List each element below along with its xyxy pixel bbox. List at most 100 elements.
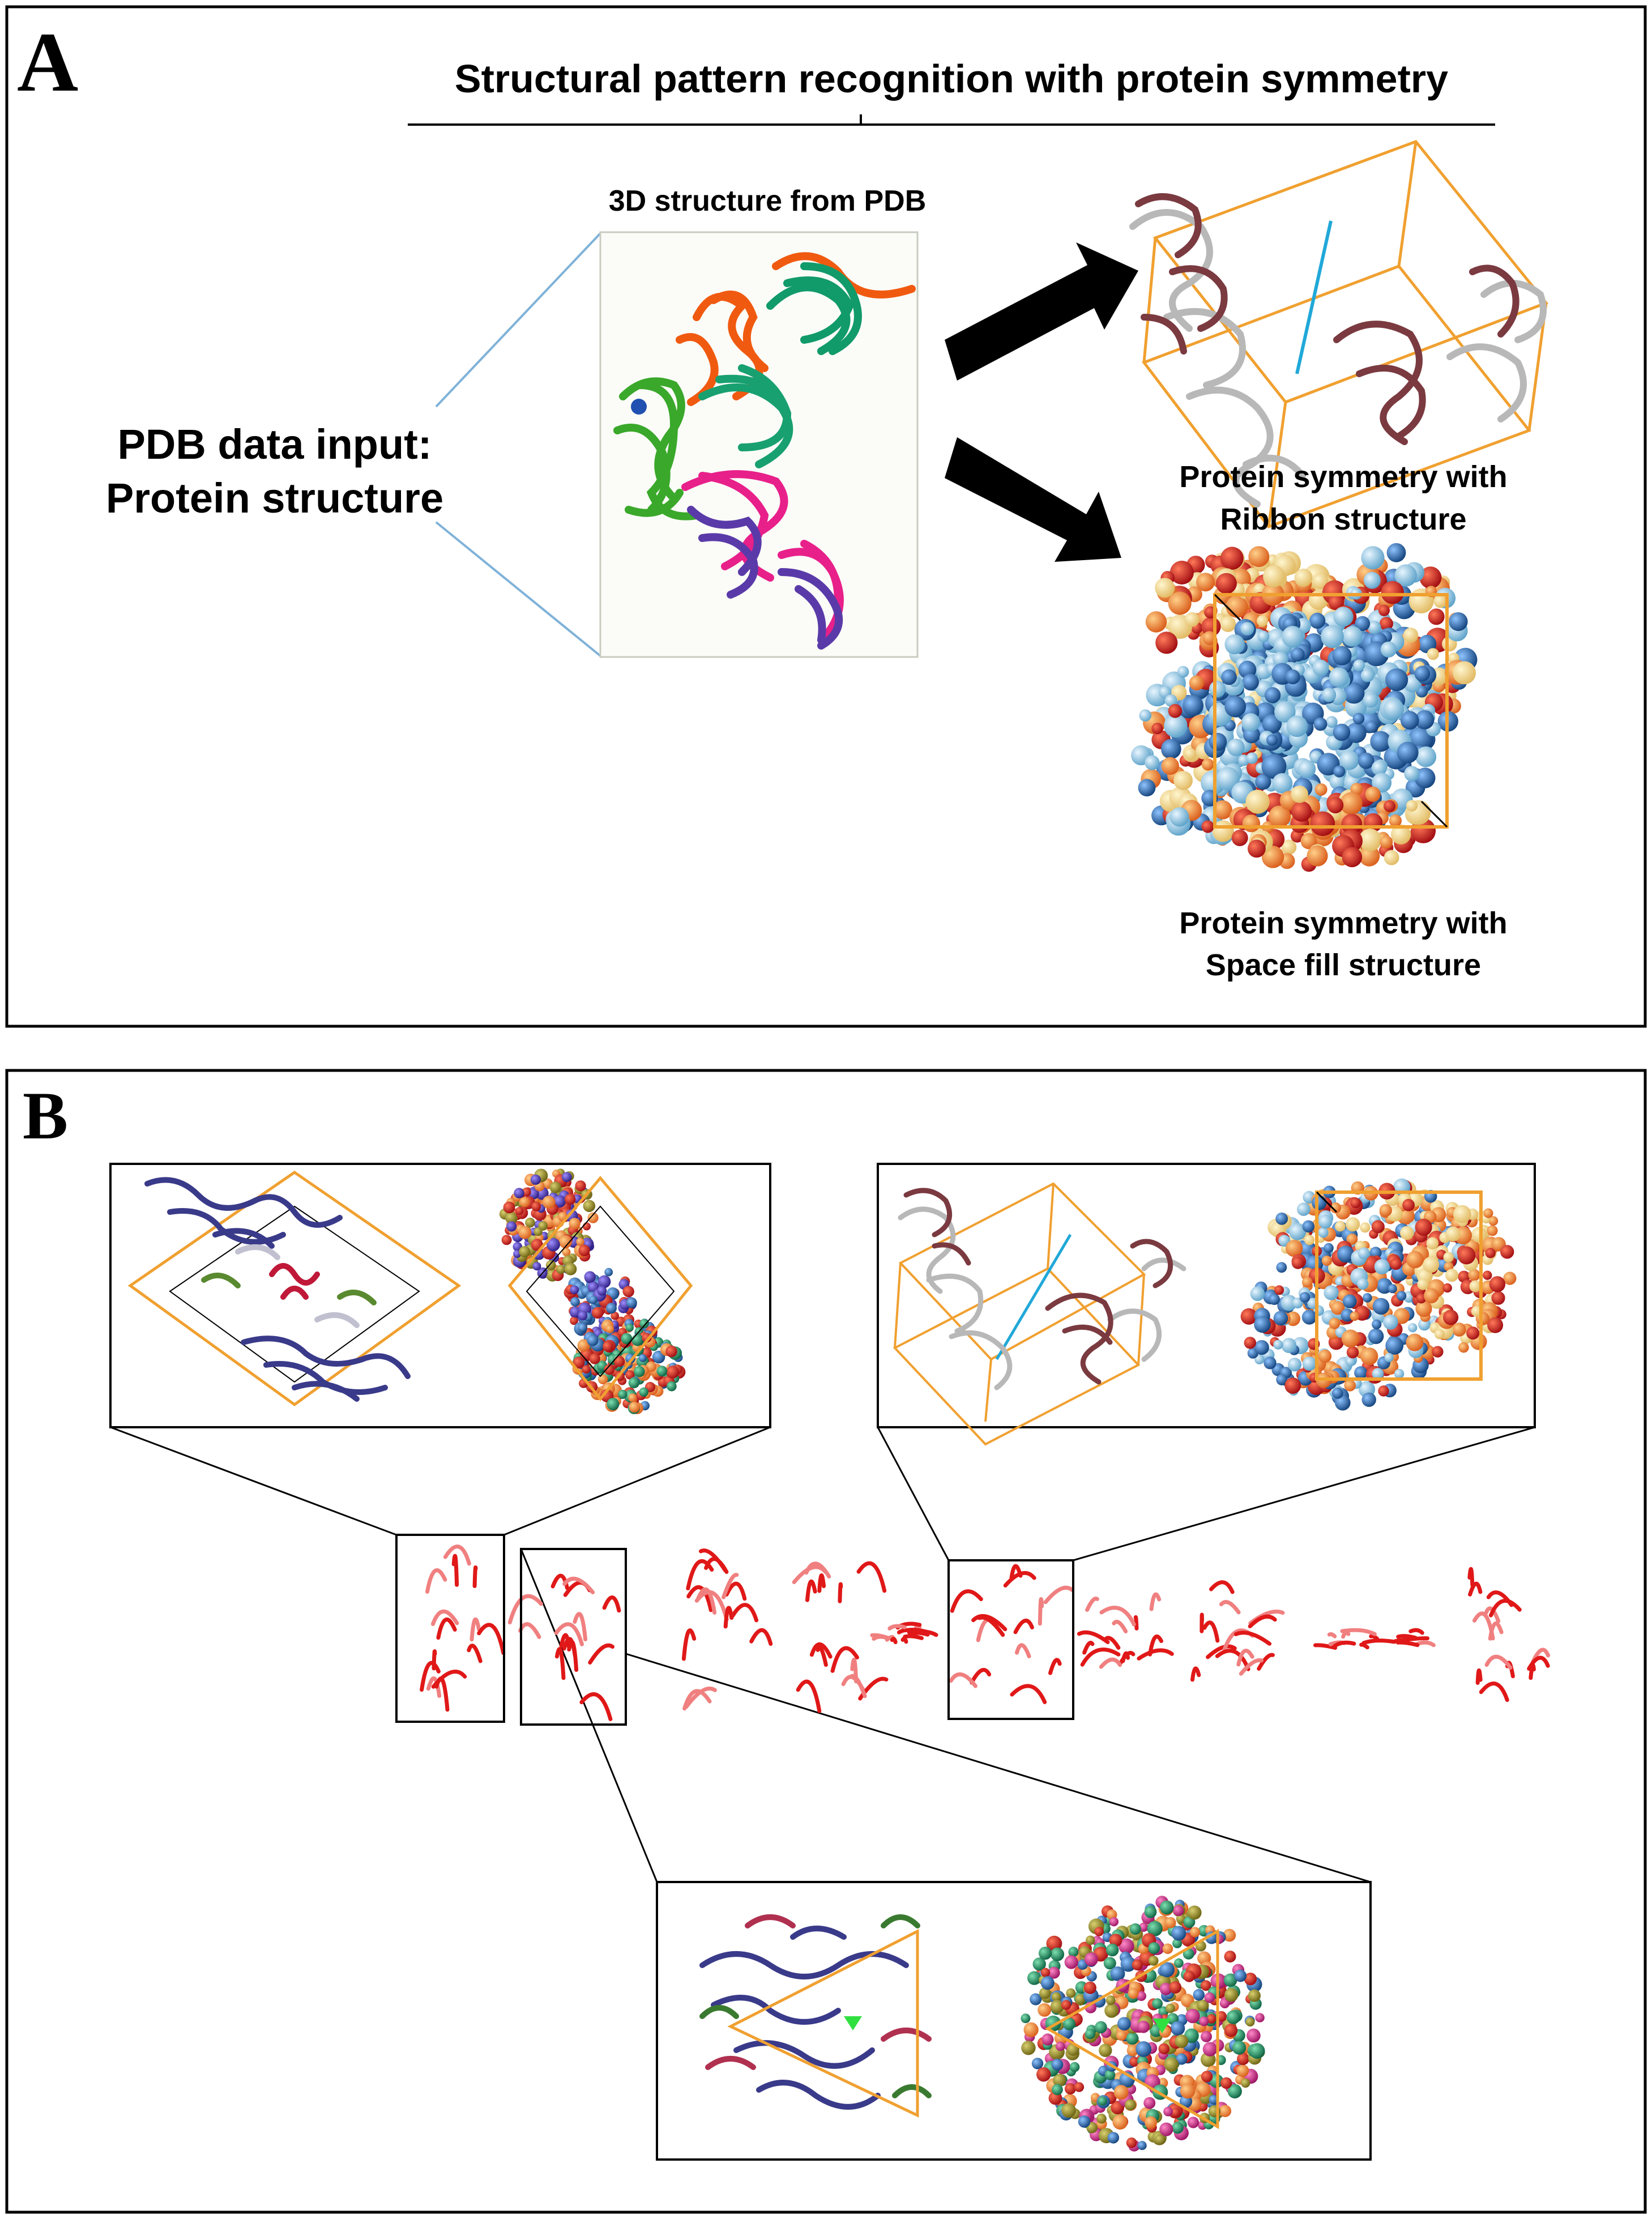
sphere-atom bbox=[1165, 1917, 1176, 1928]
sphere-atom bbox=[1244, 1973, 1257, 1986]
sphere-atom bbox=[1313, 717, 1327, 731]
sphere-atom bbox=[625, 1324, 634, 1332]
sphere-atom bbox=[1105, 1995, 1116, 2005]
protein-strip-ribbon bbox=[1233, 1631, 1272, 1646]
sphere-atom bbox=[1327, 797, 1344, 814]
sphere-atom bbox=[1196, 573, 1215, 592]
sphere-atom bbox=[1144, 1905, 1157, 1918]
sphere-atom bbox=[1128, 1988, 1139, 1999]
sphere-atom bbox=[547, 1237, 560, 1252]
sphere-atom bbox=[1372, 1319, 1382, 1329]
sphere-atom bbox=[1489, 1276, 1506, 1292]
protein-strip-ribbon bbox=[1015, 1643, 1031, 1658]
sphere-atom bbox=[1069, 2062, 1080, 2072]
sphere-atom bbox=[1310, 811, 1335, 837]
sphere-atom bbox=[1358, 752, 1374, 769]
sphere-atom bbox=[1374, 1259, 1390, 1275]
protein-strip-ribbon bbox=[1010, 1684, 1047, 1704]
protein-strip-ribbon bbox=[1206, 1644, 1237, 1659]
sphere-atom bbox=[1227, 739, 1245, 757]
protein-strip-ribbon bbox=[1003, 1571, 1036, 1588]
sphere-atom bbox=[1068, 1947, 1079, 1957]
sphere-atom bbox=[1359, 845, 1380, 867]
sphere-atom bbox=[582, 1222, 591, 1231]
sphere-atom bbox=[1221, 669, 1237, 685]
sphere-atom bbox=[1281, 1338, 1297, 1353]
sphere-atom bbox=[1137, 2020, 1150, 2033]
strip-highlight-2 bbox=[520, 1548, 627, 1726]
arrow-to-ribbon bbox=[945, 242, 1138, 381]
callout-line-bottom bbox=[435, 521, 601, 657]
protein-strip-ribbon bbox=[1484, 1606, 1501, 1623]
sphere-atom bbox=[1384, 850, 1399, 865]
sphere-atom bbox=[1414, 767, 1436, 788]
sphere-atom bbox=[1328, 595, 1344, 611]
sphere-atom bbox=[1346, 722, 1367, 743]
sphere-atom bbox=[1155, 2134, 1166, 2145]
sphere-atom bbox=[564, 1262, 577, 1275]
sphere-atom bbox=[1301, 1277, 1313, 1288]
sphere-atom bbox=[1309, 612, 1326, 629]
sphere-atom bbox=[1273, 1339, 1283, 1350]
protein-strip-ribbon bbox=[425, 1568, 447, 1594]
sphere-atom bbox=[1129, 2056, 1139, 2067]
sphere-atom bbox=[1415, 1218, 1432, 1236]
sphere-atom bbox=[611, 1312, 619, 1320]
spacefill-cube bbox=[1213, 593, 1449, 829]
sphere-atom bbox=[1269, 1294, 1280, 1305]
sphere-atom bbox=[1363, 1293, 1372, 1303]
panel-a-title: Structural pattern recognition with prot… bbox=[455, 57, 1448, 101]
sphere-atom bbox=[1117, 2017, 1131, 2031]
sphere-atom bbox=[1383, 1315, 1398, 1330]
sphere-atom bbox=[1263, 565, 1286, 587]
sphere-atom bbox=[1145, 611, 1167, 633]
spacefill-symmetry-image bbox=[1131, 543, 1478, 872]
sphere-atom bbox=[1193, 1988, 1205, 2001]
sphere-atom bbox=[587, 1334, 599, 1346]
sphere-atom bbox=[518, 1226, 532, 1239]
sphere-atom bbox=[519, 1246, 531, 1258]
sphere-atom bbox=[1281, 839, 1297, 855]
sphere-atom bbox=[1287, 1358, 1302, 1372]
protein-strip-ribbon bbox=[1082, 1641, 1095, 1655]
sphere-atom bbox=[1129, 1923, 1141, 1935]
sphere-atom bbox=[578, 1244, 590, 1256]
sphere-atom bbox=[1158, 2043, 1170, 2055]
sphere-atom bbox=[628, 1377, 640, 1389]
sphere-atom bbox=[1340, 792, 1363, 815]
sphere-atom bbox=[1201, 1980, 1211, 1991]
ribbon-caption-line2: Ribbon structure bbox=[1220, 502, 1466, 536]
spacefill-caption-line2: Space fill structure bbox=[1206, 948, 1481, 982]
sphere-atom bbox=[1132, 1959, 1143, 1971]
sphere-atom bbox=[604, 1268, 613, 1277]
strip-highlight-1 bbox=[395, 1534, 505, 1723]
protein-strip-ribbon bbox=[1133, 1615, 1139, 1631]
protein-strip-ribbon bbox=[1527, 1655, 1550, 1671]
sphere-atom bbox=[1247, 2028, 1261, 2043]
sphere-atom bbox=[1266, 734, 1278, 746]
sphere-atom bbox=[1416, 1293, 1427, 1304]
sphere-atom bbox=[1255, 2013, 1265, 2022]
sphere-atom bbox=[565, 1193, 576, 1205]
sphere-atom bbox=[1248, 1989, 1261, 2002]
protein-strip-ribbon bbox=[1408, 1628, 1424, 1635]
sphere-atom bbox=[1110, 1966, 1125, 1981]
sphere-atom bbox=[1240, 1308, 1257, 1325]
sphere-atom bbox=[1185, 2008, 1200, 2024]
sphere-atom bbox=[1297, 1202, 1310, 1216]
protein-strip-ribbon bbox=[1395, 1640, 1420, 1648]
sphere-atom bbox=[578, 1322, 588, 1333]
sphere-atom bbox=[1312, 659, 1329, 676]
sphere-atom bbox=[1242, 814, 1261, 833]
sphere-atom bbox=[1386, 543, 1406, 562]
protein-strip-ribbon bbox=[903, 1634, 924, 1640]
sphere-atom bbox=[1038, 2003, 1052, 2017]
sphere-atom bbox=[639, 1387, 648, 1397]
sphere-atom bbox=[1159, 1982, 1172, 1995]
sphere-atom bbox=[597, 1286, 607, 1296]
sphere-atom bbox=[1109, 1917, 1119, 1927]
sphere-atom bbox=[1138, 779, 1156, 797]
sphere-atom bbox=[1365, 720, 1378, 733]
sphere-atom bbox=[1095, 2021, 1107, 2034]
sphere-atom bbox=[618, 1389, 627, 1399]
